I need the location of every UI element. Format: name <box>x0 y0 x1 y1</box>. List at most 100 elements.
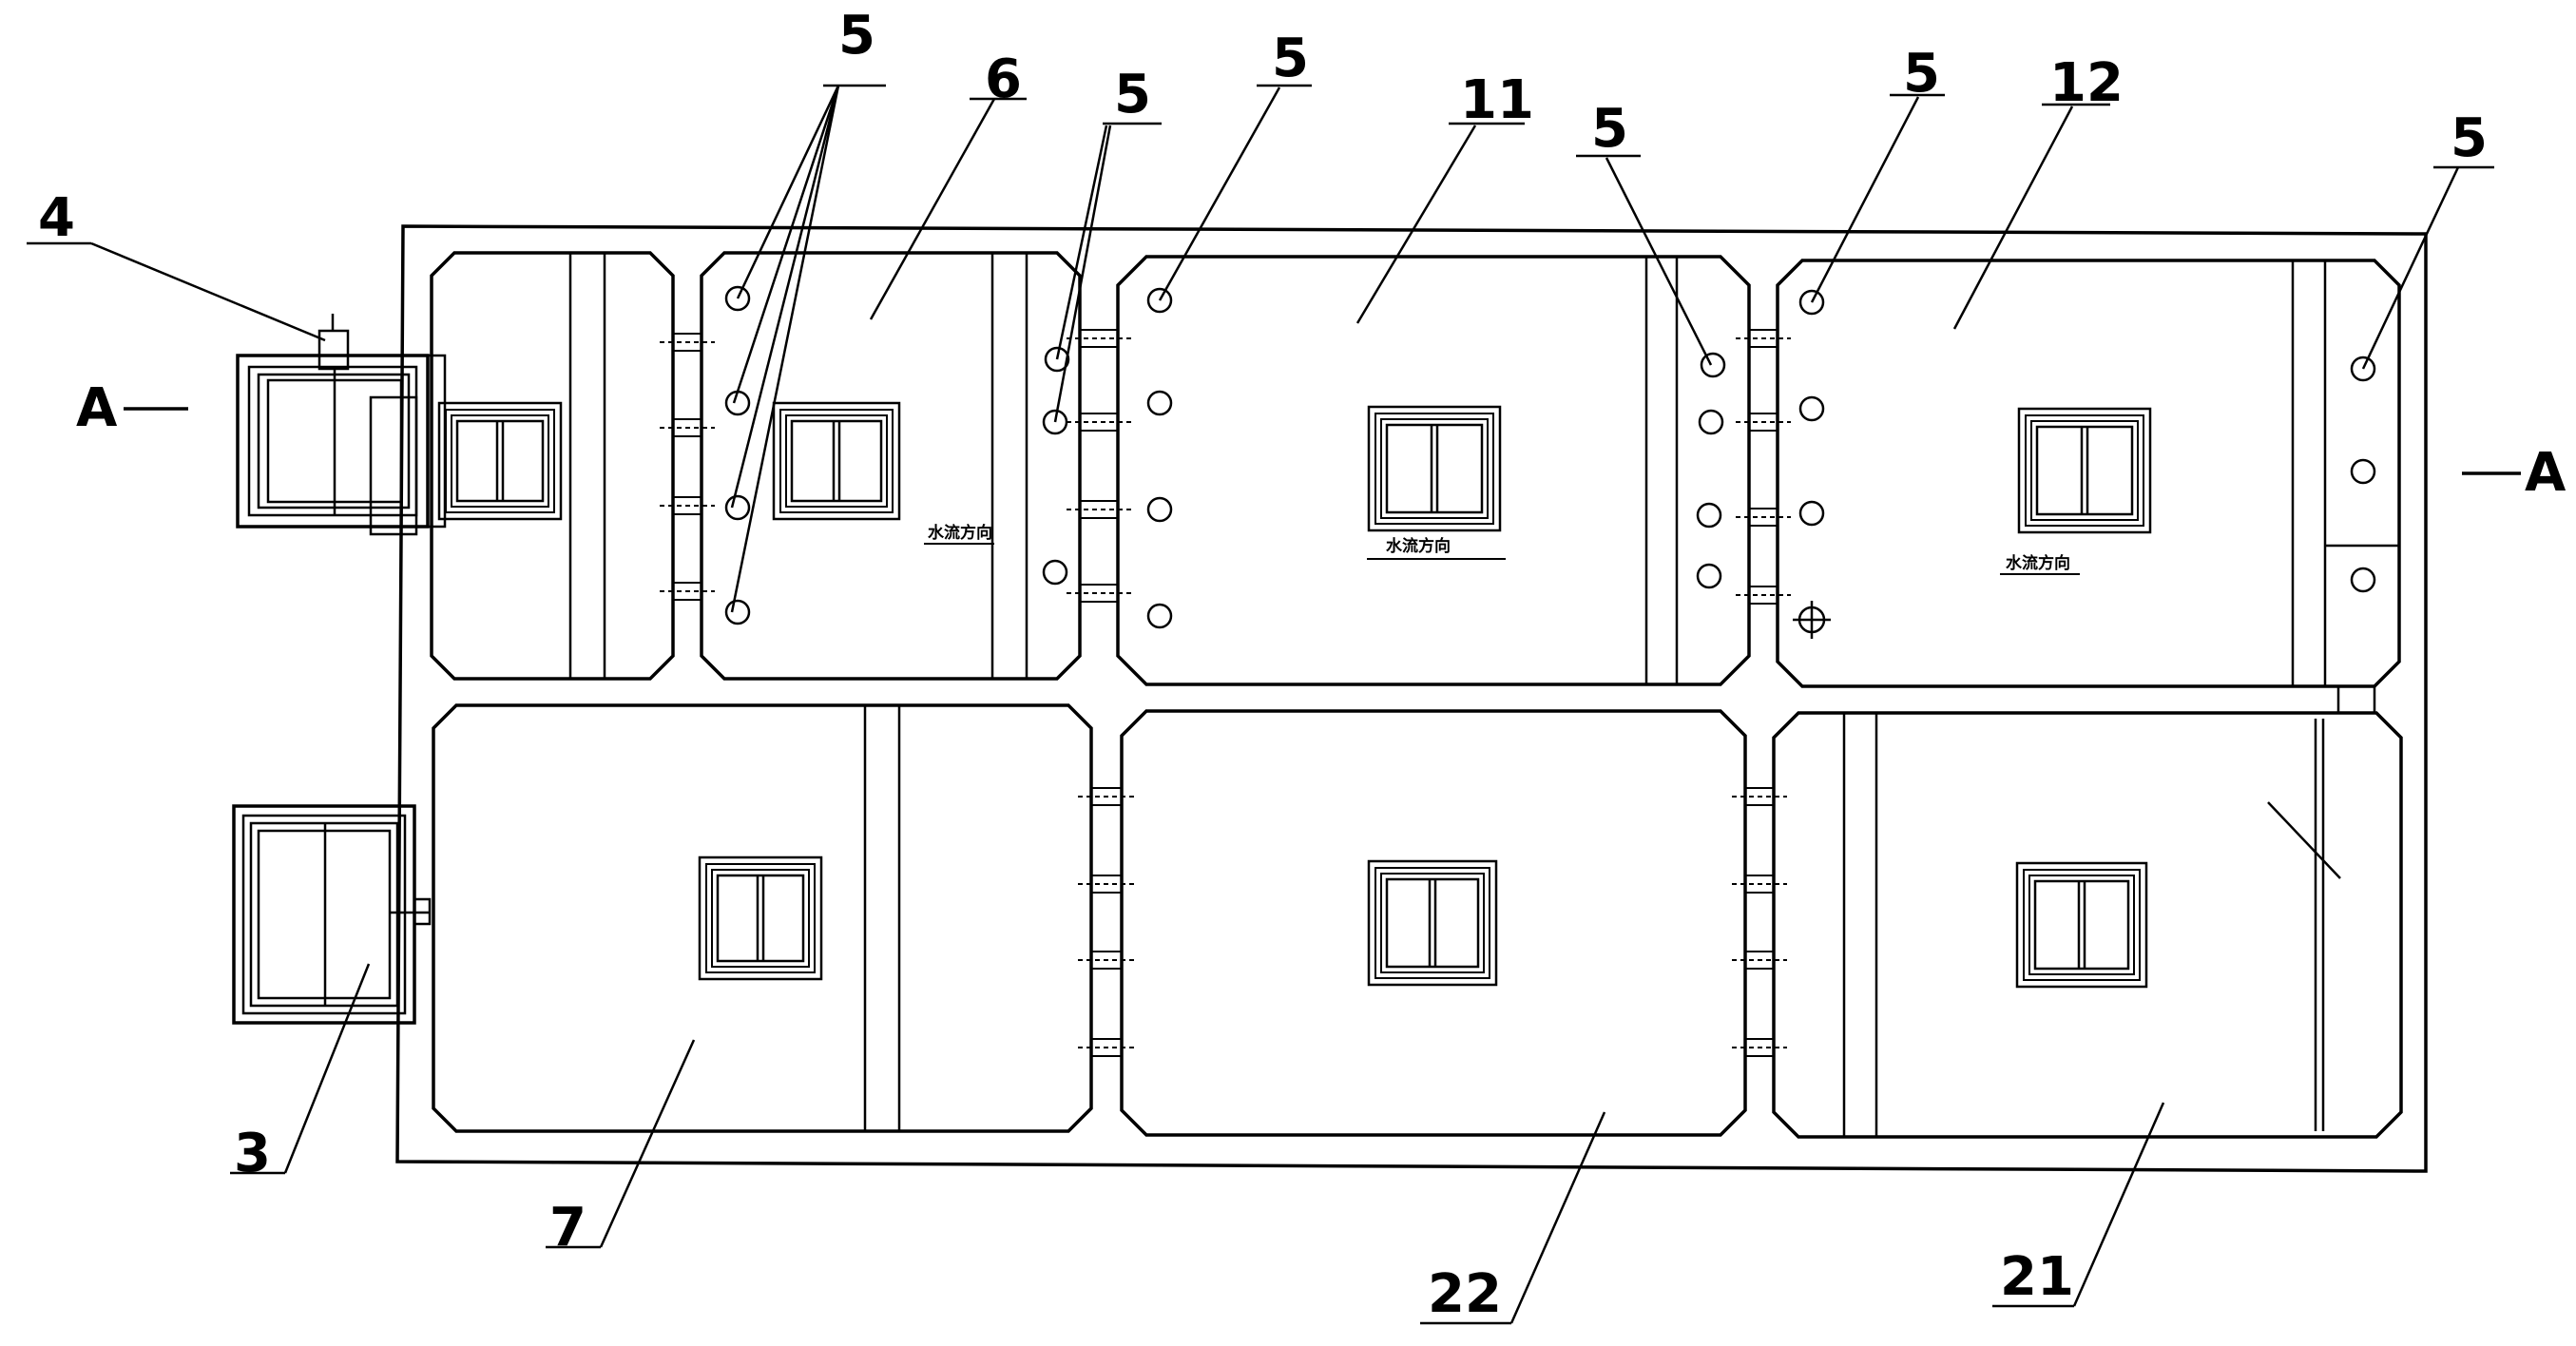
access-hatch <box>698 856 823 981</box>
access-hatches <box>437 401 2152 989</box>
orifice-hole <box>1798 500 1825 527</box>
callout-3: 3 <box>234 1123 271 1184</box>
wall-pipe <box>660 333 715 352</box>
orifice-holes <box>724 285 2376 629</box>
access-hatch <box>2015 861 2148 989</box>
callout-leader <box>230 963 371 1175</box>
orifice-hole <box>724 285 751 312</box>
flow-direction-text-3: 水流方向 <box>2006 553 2070 573</box>
callout-leader <box>1992 1102 2165 1308</box>
section-label-right: A <box>2525 442 2566 504</box>
wall-pipe <box>1078 787 1135 806</box>
wall-pipe <box>1078 951 1135 970</box>
callout-7: 7 <box>549 1197 586 1259</box>
orifice-hole <box>724 494 751 521</box>
orifice-hole <box>2350 458 2376 485</box>
orifice-hole <box>724 599 751 625</box>
overflow-connector <box>2336 684 2376 715</box>
chamber-21 <box>1772 711 2403 1139</box>
wall-pipe <box>1732 951 1787 970</box>
orifice-hole <box>2350 567 2376 593</box>
section-mark-left: A <box>76 377 188 439</box>
flow-note-1: 水流方向 <box>924 523 994 545</box>
wall-pipe <box>660 582 715 601</box>
wall-pipe <box>660 496 715 515</box>
callout-leader <box>27 241 326 342</box>
wall-pipe <box>1078 1038 1135 1057</box>
crosshair-marker <box>1793 601 1831 639</box>
wall-pipe <box>1732 875 1787 894</box>
flow-note-3: 水流方向 <box>2000 553 2080 575</box>
orifice-hole <box>1698 409 1724 435</box>
flow-direction-text-2: 水流方向 <box>1386 536 1451 556</box>
wall-pipe <box>1067 413 1131 432</box>
callout-leader <box>2361 165 2494 370</box>
callout-22: 22 <box>1428 1263 1502 1325</box>
orifice-hole <box>1146 603 1173 629</box>
outer-tank-wall <box>395 224 2428 1173</box>
wall-pipe <box>1067 329 1131 348</box>
orifice-hole <box>1044 346 1070 373</box>
flow-note-2: 水流方向 <box>1367 536 1506 560</box>
orifice-hole <box>1696 563 1722 589</box>
callout-5-d: 5 <box>1591 98 1628 160</box>
orifice-hole <box>1798 395 1825 422</box>
pipe-penetrations <box>660 329 1791 1057</box>
callout-leader <box>1158 84 1312 301</box>
section-mark-right: A <box>2462 442 2566 504</box>
wall-pipe <box>1067 500 1131 519</box>
wall-pipe <box>1078 875 1135 894</box>
chamber-7 <box>432 703 1093 1133</box>
chamber-6 <box>700 251 1082 681</box>
callout-leader <box>1810 93 1945 303</box>
access-hatch <box>1367 859 1498 987</box>
access-hatch <box>2017 407 2152 534</box>
callout-12: 12 <box>2049 52 2124 114</box>
wall-pipe <box>1736 586 1791 605</box>
inlet-box-4 <box>236 314 447 536</box>
access-hatch <box>1367 405 1502 532</box>
callout-leader <box>1576 154 1713 366</box>
orifice-hole <box>1042 559 1068 586</box>
access-hatch <box>772 401 901 521</box>
inlet-box-3 <box>232 804 432 1025</box>
wall-pipe <box>1736 508 1791 527</box>
callout-11: 11 <box>1460 69 1534 131</box>
callout-numbers: 4 5 6 5 5 11 5 5 12 5 3 7 22 21 <box>38 5 2488 1325</box>
callout-leader <box>1053 122 1162 423</box>
orifice-hole <box>1696 502 1722 529</box>
callout-5-f: 5 <box>2451 107 2488 169</box>
orifice-hole <box>1146 390 1173 416</box>
wall-pipe <box>1736 413 1791 432</box>
callout-4: 4 <box>38 187 75 249</box>
callout-6: 6 <box>985 48 1022 110</box>
orifice-hole <box>1146 287 1173 314</box>
callout-leader <box>1420 1111 1606 1325</box>
callout-21: 21 <box>2000 1246 2074 1308</box>
flow-direction-text-1: 水流方向 <box>928 523 992 543</box>
orifice-hole <box>2350 356 2376 382</box>
orifice-hole <box>1700 352 1726 378</box>
orifice-hole <box>1798 289 1825 316</box>
wall-pipe <box>1736 329 1791 348</box>
callout-5-a: 5 <box>838 5 875 67</box>
callout-5-e: 5 <box>1903 43 1940 105</box>
wall-pipe <box>1067 584 1131 603</box>
callout-leader <box>1355 122 1525 324</box>
callout-leader <box>546 1039 696 1249</box>
wall-pipe <box>660 418 715 437</box>
callout-5-c: 5 <box>1272 28 1309 89</box>
callout-leader <box>1952 103 2110 330</box>
callout-5-b: 5 <box>1114 64 1151 125</box>
wall-pipe <box>1732 787 1787 806</box>
callout-leader <box>730 84 886 613</box>
section-label-left: A <box>76 377 118 439</box>
chamber-upper-1 <box>430 251 675 681</box>
callout-leader <box>869 97 1027 320</box>
access-hatch <box>437 401 563 521</box>
wall-pipe <box>1732 1038 1787 1057</box>
callout-leaders <box>27 84 2494 1325</box>
orifice-hole <box>1146 496 1173 523</box>
